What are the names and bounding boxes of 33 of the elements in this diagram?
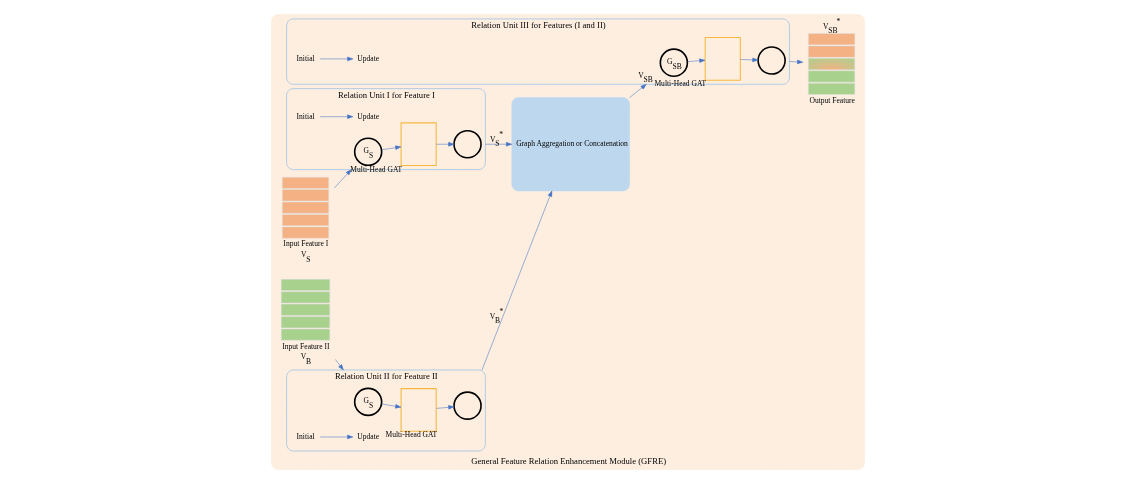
node-label: Multi-Head GAT [350, 164, 403, 174]
node-text: Initial [296, 111, 315, 121]
node-label: Output Feature [809, 95, 855, 105]
arrow [789, 59, 804, 65]
node-graph [757, 46, 786, 75]
arrow [335, 359, 344, 371]
node-text: Update [357, 111, 380, 121]
node-box: Graph Aggregation or Concatenation [511, 97, 630, 192]
arrow [485, 142, 513, 147]
node-text: Update [357, 431, 380, 441]
node-graph [704, 37, 741, 81]
arrow [436, 405, 455, 410]
arrow [381, 145, 402, 151]
arrow [436, 142, 455, 147]
node-graph [453, 129, 482, 159]
arrow [740, 57, 759, 63]
node-label: Multi-Head GAT [385, 430, 438, 440]
arrow [319, 434, 354, 440]
arrow [319, 114, 354, 119]
arrow [381, 403, 402, 409]
node-text: Initial [296, 53, 315, 63]
node-text: Initial [296, 431, 315, 441]
arrow [334, 169, 352, 189]
node-graph [400, 388, 437, 432]
arrow [481, 190, 553, 371]
node-graph [400, 122, 437, 167]
arrow [319, 56, 354, 62]
node-text: Update [357, 53, 380, 63]
node-label: Input Feature II [282, 341, 330, 351]
arrow [687, 58, 706, 63]
arrow [629, 84, 647, 98]
node-graph [453, 391, 482, 420]
node-label: Input Feature I [283, 239, 329, 249]
